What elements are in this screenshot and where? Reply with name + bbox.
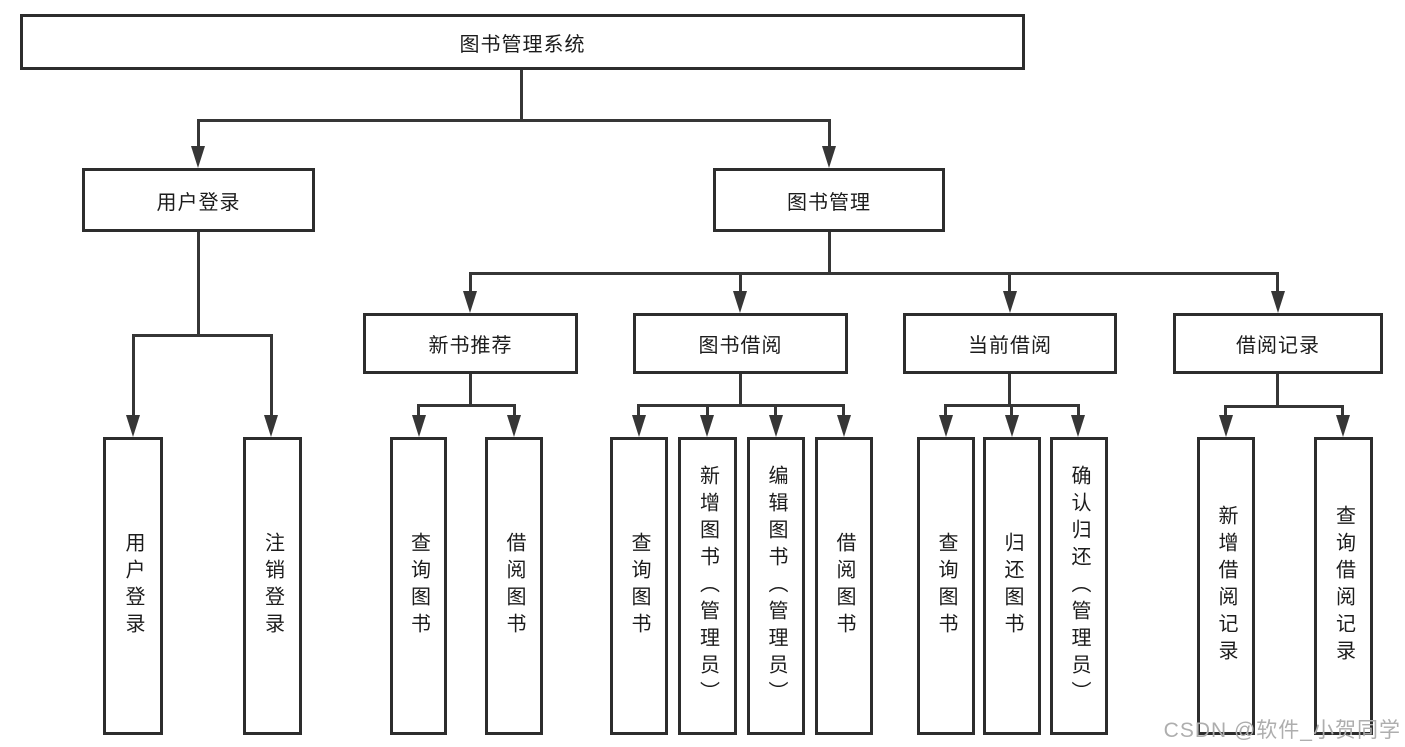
leaf-confirm-return-admin: 确认归还（管理员）	[1050, 437, 1108, 735]
leaf-return-book: 归还图书	[983, 437, 1041, 735]
connector-leaf-drop	[417, 404, 420, 417]
leaf-add-borrow-record: 新增借阅记录	[1197, 437, 1255, 735]
connector-borrowing-branch	[638, 404, 845, 407]
arrow-down-icon	[1003, 291, 1017, 313]
connector-leaf-drop	[1341, 405, 1344, 417]
arrow-down-icon	[1336, 415, 1350, 437]
connector-leaf-drop	[944, 404, 947, 417]
arrow-down-icon	[1219, 415, 1233, 437]
arrow-down-icon	[507, 415, 521, 437]
arrow-down-icon	[1071, 415, 1085, 437]
arrow-down-icon	[769, 415, 783, 437]
connector-leaf-drop	[774, 404, 777, 417]
connector-leaf-drop	[637, 404, 640, 417]
leaf-add-book-admin: 新增图书（管理员）	[678, 437, 737, 735]
node-book-borrowing: 图书借阅	[633, 313, 848, 374]
arrow-down-icon	[1271, 291, 1285, 313]
arrow-down-icon	[700, 415, 714, 437]
arrow-down-icon	[822, 146, 836, 168]
connector-user-login-stem	[197, 232, 200, 336]
connector-records-branch	[1225, 405, 1344, 408]
connector-user-login-branch	[132, 334, 273, 337]
connector-level3-drop	[1276, 272, 1279, 294]
connector-level3-drop	[1008, 272, 1011, 294]
arrow-down-icon	[126, 415, 140, 437]
connector-level3-drop	[739, 272, 742, 294]
leaf-borrow-books-recommend: 借阅图书	[485, 437, 543, 735]
arrow-down-icon	[632, 415, 646, 437]
connector-leaf-drop	[842, 404, 845, 417]
leaf-borrow-books-borrowing: 借阅图书	[815, 437, 873, 735]
arrow-down-icon	[733, 291, 747, 313]
connector-leaf-drop	[270, 334, 273, 417]
leaf-logout: 注销登录	[243, 437, 302, 735]
connector-leaf-drop	[132, 334, 135, 417]
connector-book-mgmt-branch	[469, 272, 1279, 275]
connector-records-stem	[1276, 374, 1279, 407]
leaf-query-borrow-record: 查询借阅记录	[1314, 437, 1373, 735]
leaf-edit-book-admin: 编辑图书（管理员）	[747, 437, 805, 735]
leaf-query-books-current: 查询图书	[917, 437, 975, 735]
connector-book-mgmt-drop	[828, 119, 831, 147]
node-new-book-recommend: 新书推荐	[363, 313, 578, 374]
node-user-login: 用户登录	[82, 168, 315, 232]
csdn-watermark: CSDN @软件_小贺同学	[1163, 719, 1401, 742]
node-current-borrowing: 当前借阅	[903, 313, 1117, 374]
connector-root-stem	[520, 70, 523, 122]
connector-leaf-drop	[1010, 404, 1013, 417]
connector-leaf-drop	[1224, 405, 1227, 417]
connector-leaf-drop	[513, 404, 516, 417]
connector-leaf-drop	[706, 404, 709, 417]
leaf-query-books-recommend: 查询图书	[390, 437, 447, 735]
node-root-system: 图书管理系统	[20, 14, 1025, 70]
connector-book-mgmt-stem	[828, 232, 831, 274]
arrow-down-icon	[463, 291, 477, 313]
arrow-down-icon	[837, 415, 851, 437]
node-book-management: 图书管理	[713, 168, 945, 232]
connector-current-stem	[1008, 374, 1011, 406]
arrow-down-icon	[264, 415, 278, 437]
connector-user-login-drop	[197, 119, 200, 147]
connector-root-branch	[197, 119, 831, 122]
arrow-down-icon	[939, 415, 953, 437]
connector-leaf-drop	[1077, 404, 1080, 417]
arrow-down-icon	[1005, 415, 1019, 437]
leaf-query-books-borrowing: 查询图书	[610, 437, 668, 735]
connector-borrowing-stem	[739, 374, 742, 406]
node-borrowing-records: 借阅记录	[1173, 313, 1383, 374]
connector-level3-drop	[469, 272, 472, 294]
arrow-down-icon	[412, 415, 426, 437]
leaf-user-login: 用户登录	[103, 437, 163, 735]
connector-recommend-branch	[418, 404, 515, 407]
arrow-down-icon	[191, 146, 205, 168]
connector-recommend-stem	[469, 374, 472, 406]
